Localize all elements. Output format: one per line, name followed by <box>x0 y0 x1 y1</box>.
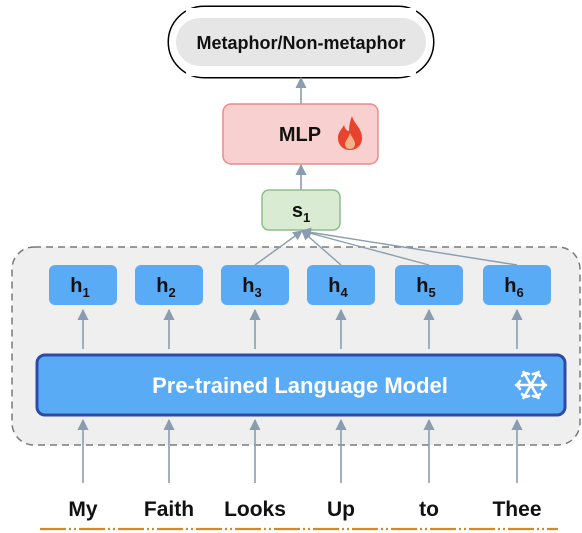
hidden-state-node: h4 <box>307 265 375 305</box>
output-node: Metaphor/Non-metaphor <box>167 5 435 79</box>
hidden-state-node: h1 <box>49 265 117 305</box>
token-to-plm-arrows <box>77 418 523 483</box>
hidden-state-node: h3 <box>221 265 289 305</box>
mlp-node: MLP <box>222 103 379 165</box>
hidden-state-node: h6 <box>483 265 551 305</box>
hidden-state-node: h2 <box>135 265 203 305</box>
hidden-states: h1 h2 h3 h4 h5 h6 <box>49 265 551 305</box>
s1-node: s1 <box>261 189 341 231</box>
hidden-state-label: h1 <box>70 275 89 300</box>
token-word: Thee <box>492 498 541 521</box>
token-word: Faith <box>144 498 194 521</box>
hidden-state-label: h4 <box>328 275 348 300</box>
plm-to-hidden-arrows <box>77 308 523 349</box>
token-word: to <box>419 498 439 521</box>
hidden-state-label: h2 <box>156 275 175 300</box>
pooling-arrows <box>254 227 518 266</box>
token-word: Up <box>327 498 355 521</box>
plm-label: Pre-trained Language Model <box>152 373 448 398</box>
fire-icon <box>338 116 362 150</box>
mlp-label: MLP <box>279 124 321 146</box>
arrow-hidden-to-s1 <box>254 230 303 266</box>
token-word: Looks <box>224 498 286 521</box>
input-tokens: My Faith Looks Up to Thee <box>68 498 541 521</box>
hidden-state-label: h3 <box>242 275 261 300</box>
arrow-hidden-to-s1 <box>301 228 430 266</box>
arrow-hidden-to-s1 <box>301 227 518 266</box>
hidden-state-label: h6 <box>504 275 523 300</box>
token-word: My <box>68 498 97 521</box>
hidden-state-node: h5 <box>395 265 463 305</box>
s1-label: s1 <box>292 200 310 225</box>
output-label: Metaphor/Non-metaphor <box>197 33 406 53</box>
plm-node: Pre-trained Language Model <box>35 353 567 417</box>
hidden-state-label: h5 <box>416 275 435 300</box>
snowflake-icon <box>514 370 548 400</box>
